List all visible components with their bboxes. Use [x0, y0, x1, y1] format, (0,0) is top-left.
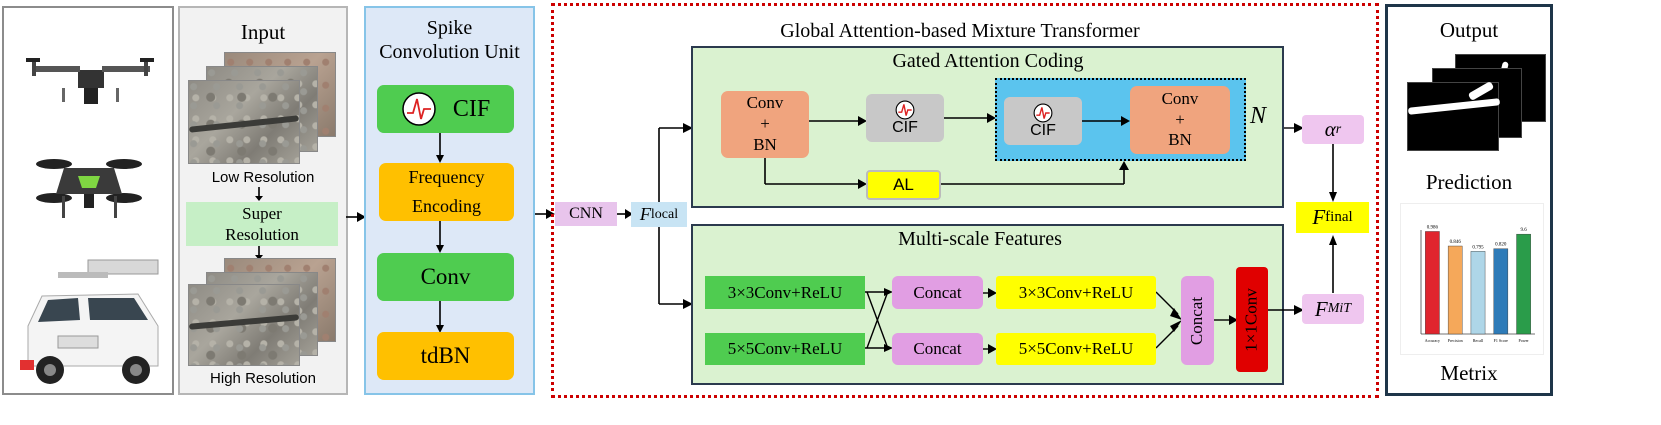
gac-cif-2-label: CIF [1030, 122, 1056, 139]
output-panel [1385, 4, 1553, 396]
output-title: Output [1439, 17, 1499, 42]
f-local-main: F [639, 204, 651, 224]
metrics-bar-value-label: 0.795 [1472, 245, 1484, 250]
low-resolution-label: Low Resolution [211, 168, 315, 186]
cnn-box: CNN [555, 202, 617, 226]
high-res-image-front [188, 284, 300, 366]
scu-cif-label: CIF [452, 95, 491, 122]
metrics-bar-value-label: 9.6 [1520, 228, 1527, 233]
inspection-car-image [20, 259, 159, 384]
super-resolution-box: Super Resolution [186, 202, 338, 246]
metrics-bar-name-label: Accuracy [1425, 338, 1440, 343]
arrow-gac-to-alpha [1284, 123, 1304, 133]
metrics-bar-name-label: Recall [1473, 338, 1484, 343]
high-resolution-label: High Resolution [210, 369, 316, 387]
scu-title: Spike Convolution Unit [379, 17, 520, 63]
metrics-bar [1516, 233, 1531, 335]
frequency-encoding-box: Frequency Encoding [379, 163, 514, 221]
gac-conv-bn-2: Conv + BN [1130, 86, 1230, 154]
vehicles-panel [2, 6, 174, 395]
gac-cif-1-box: CIF [866, 94, 944, 142]
scu-conv-box: Conv [377, 253, 514, 301]
arrow-cnn-to-flocal [617, 209, 633, 219]
spike-neuron-icon [402, 92, 436, 126]
msf-5x5-relu-2: 5×5Conv+ReLU [996, 333, 1156, 365]
metrics-bar-name-label: F1 Score [1494, 338, 1509, 343]
n-repeat-label: N [1249, 102, 1266, 129]
metrics-bar [1470, 251, 1486, 335]
arrow-concat2-to-conv5 [983, 344, 997, 354]
f-mit-main: F [1314, 296, 1328, 321]
scu-cif-box: CIF [377, 85, 514, 133]
arrow-fmit-to-ffinal [1329, 235, 1337, 293]
metrics-bar-value-label: 0.846 [1450, 240, 1462, 245]
arrow-concat1-to-conv3 [983, 288, 997, 298]
gac-title: Gated Attention Coding [892, 49, 1084, 72]
prediction-image-front [1407, 81, 1501, 151]
msf-concat-1: Concat [892, 276, 983, 309]
arrow-conv-to-tdbn [436, 301, 444, 333]
alpha-sub: r [1335, 121, 1342, 137]
f-final-main: F [1312, 205, 1326, 229]
metrics-bar [1425, 231, 1440, 335]
msf-merge-arrows [1156, 291, 1182, 349]
metrix-label: Metrix [1440, 360, 1498, 385]
msf-title: Multi-scale Features [898, 227, 1062, 250]
arrow-concat-to-1x1 [1214, 315, 1238, 325]
metrics-bar [1493, 248, 1509, 335]
arrow-sr-to-highres [255, 246, 263, 260]
msf-3x3-relu-1: 3×3Conv+ReLU [705, 276, 865, 309]
arrow-cif2-to-convbn2 [1082, 116, 1130, 126]
f-final-sub: final [1325, 209, 1353, 225]
spike-neuron-icon-2 [895, 100, 915, 120]
msf-concat-2: Concat [892, 333, 983, 365]
drone-1-image [26, 58, 154, 104]
al-box: AL [866, 170, 941, 200]
metrics-bar-name-label: Precision [1448, 338, 1463, 343]
metrics-bar-value-label: 0.986 [1427, 225, 1439, 230]
prediction-label: Prediction [1425, 169, 1513, 194]
arrow-1x1-to-fmit [1268, 305, 1304, 315]
arrow-convbn-to-cif [809, 116, 867, 126]
input-title: Input [240, 19, 286, 44]
f-mit-sub: MiT [1327, 301, 1352, 316]
msf-3x3-relu-2: 3×3Conv+ReLU [996, 276, 1156, 309]
arrow-input-to-scu [346, 212, 366, 222]
spike-neuron-icon-3 [1033, 103, 1053, 123]
flocal-branch-lines [658, 123, 693, 309]
metrics-bar-value-label: 0.820 [1495, 243, 1507, 248]
alpha-main: α [1324, 117, 1336, 141]
arrow-lowres-to-sr [255, 187, 263, 201]
arrow-alpha-to-ffinal [1329, 144, 1337, 202]
low-res-image-front [188, 80, 300, 164]
msf-cross-arrows [865, 288, 893, 352]
gamt-title: Global Attention-based Mixture Transform… [780, 19, 1140, 42]
drone-2-image [36, 159, 142, 218]
gamt-panel [551, 3, 1379, 398]
msf-concat-vertical-label: Concat [1187, 296, 1207, 345]
gac-conv-bn-1: Conv + BN [721, 91, 809, 158]
arrow-scu-to-cnn [535, 209, 555, 219]
arrow-freq-to-conv [436, 221, 444, 253]
metrics-bar [1447, 245, 1463, 335]
msf-5x5-relu-1: 5×5Conv+ReLU [705, 333, 865, 365]
f-local-sub: local [650, 206, 679, 222]
arrow-cif-to-n-block [944, 113, 996, 123]
msf-concat-vertical: Concat [1181, 276, 1214, 365]
al-path-lines [764, 158, 1129, 189]
conv-1x1-box: 1×1Conv [1236, 267, 1268, 372]
arrow-cif-to-freq [436, 133, 444, 163]
gac-cif-1-label: CIF [892, 119, 918, 136]
tdbn-box: tdBN [377, 332, 514, 380]
gac-cif-2-box: CIF [1004, 97, 1082, 145]
conv-1x1-label: 1×1Conv [1242, 287, 1261, 352]
metrics-bar-name-label: Power [1518, 338, 1529, 343]
